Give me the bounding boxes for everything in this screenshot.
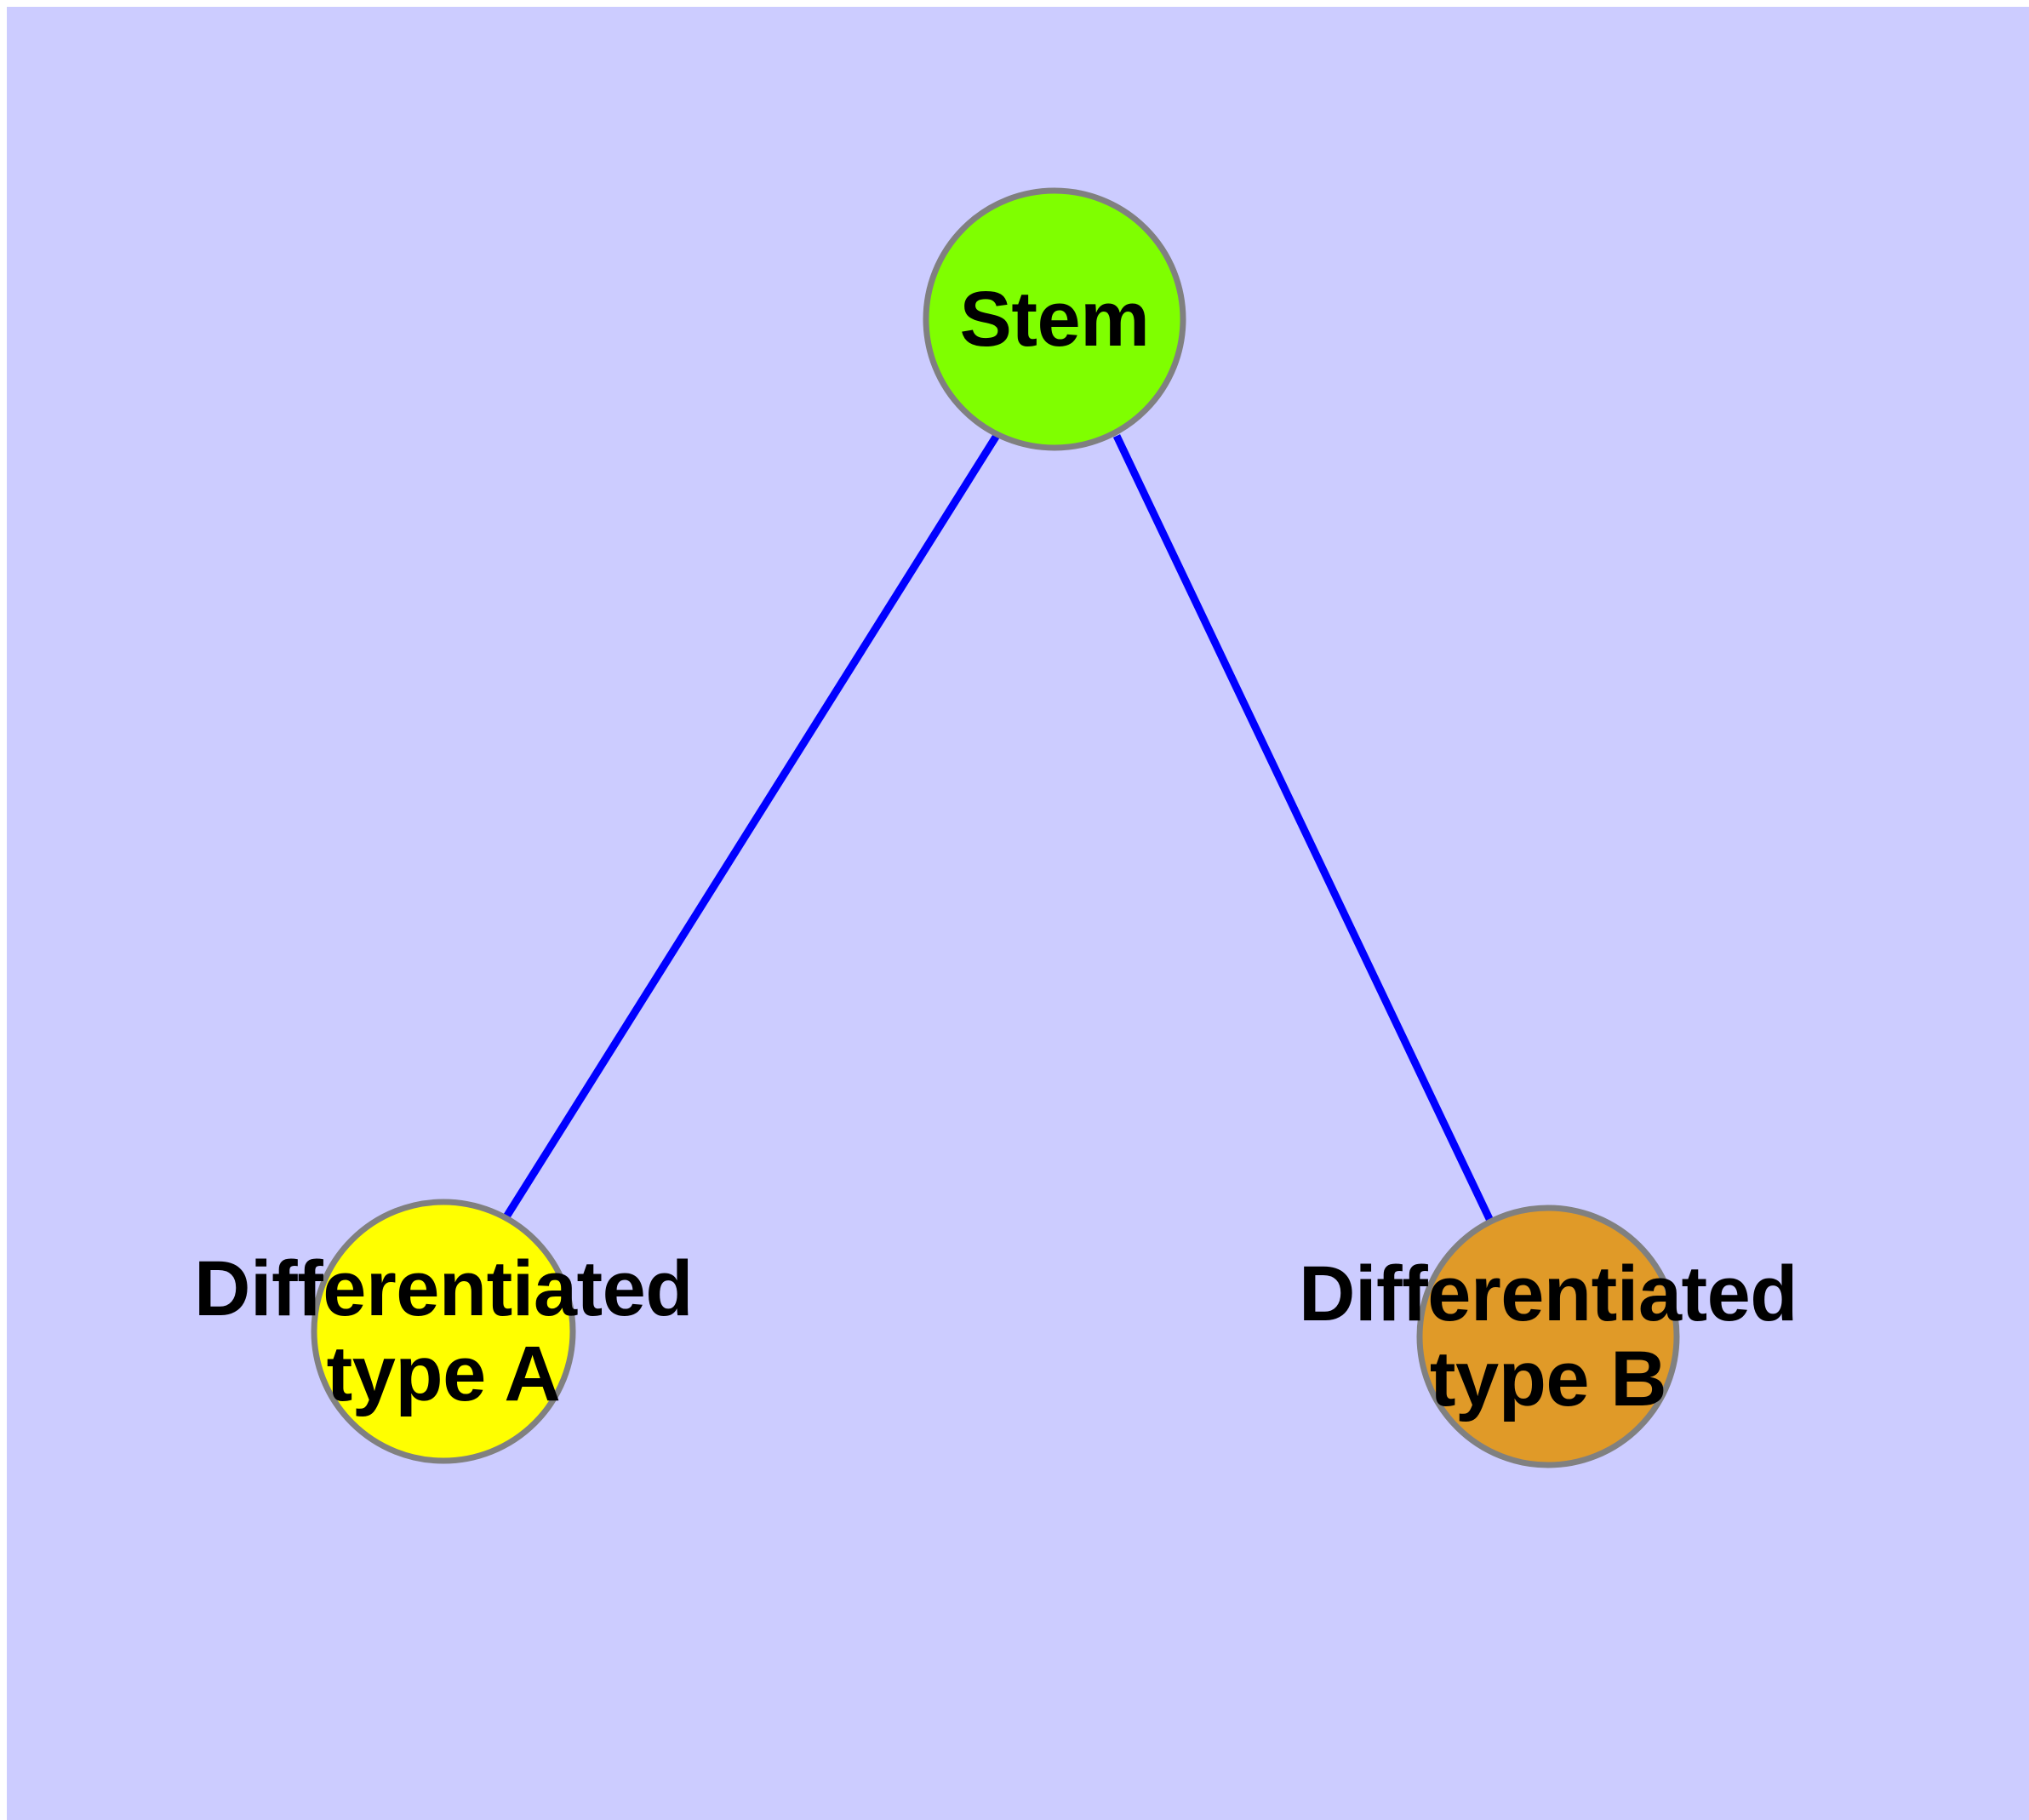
edges-layer xyxy=(502,432,1495,1222)
nodes-layer xyxy=(311,187,1680,1468)
graph-node-diff-b[interactable] xyxy=(1416,1205,1680,1468)
graph-edge-stem-to-diff-b[interactable] xyxy=(1112,434,1495,1222)
graph-edge-stem-to-diff-a[interactable] xyxy=(502,432,1001,1221)
graph-node-stem[interactable] xyxy=(923,187,1186,451)
graph-node-diff-a[interactable] xyxy=(311,1199,576,1464)
